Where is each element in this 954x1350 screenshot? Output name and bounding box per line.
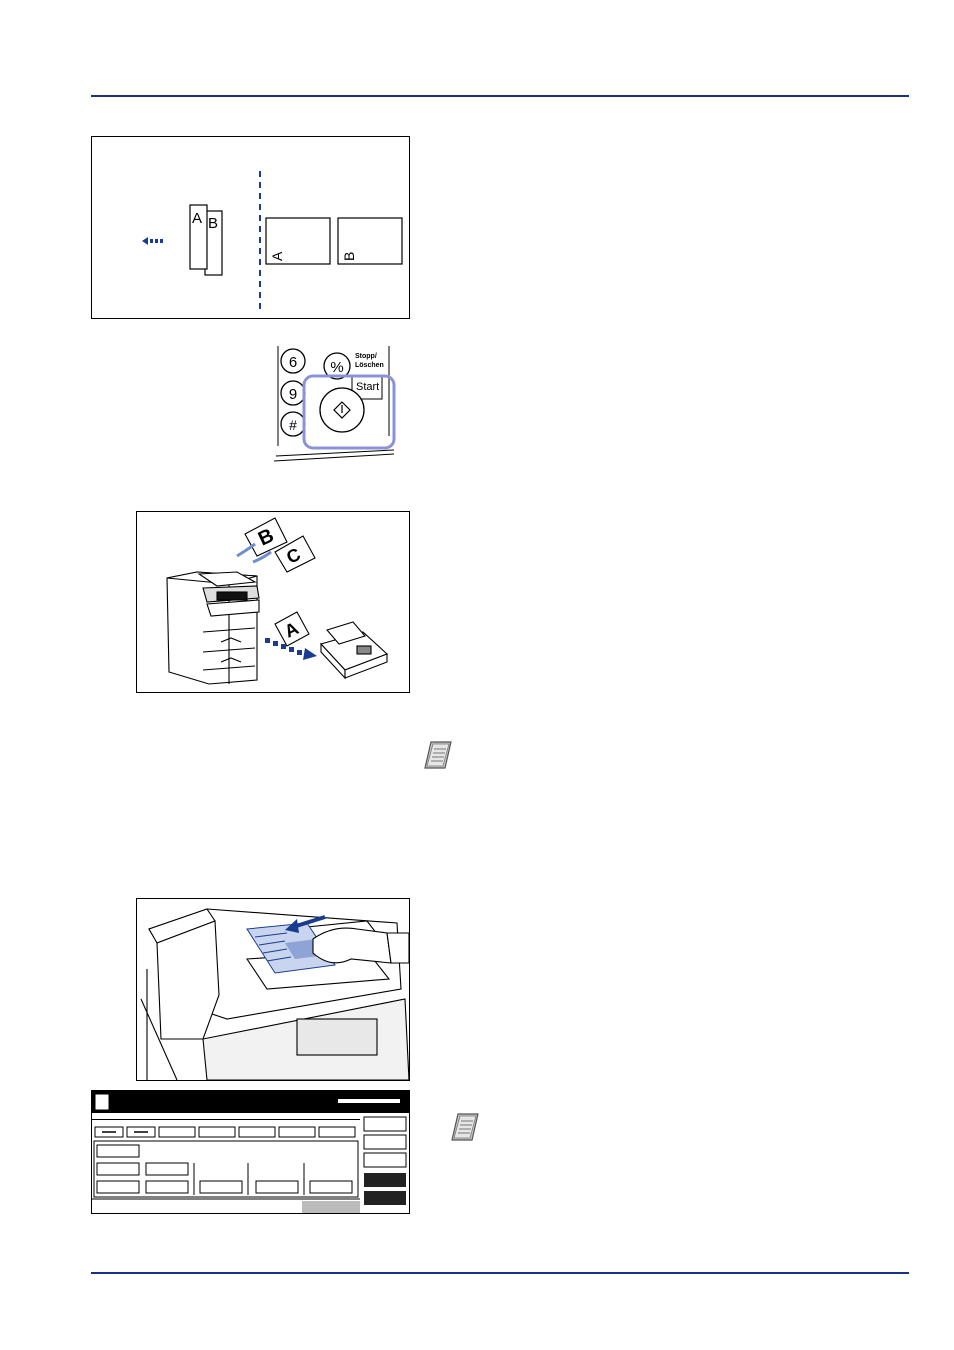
key-9-label: 9 — [289, 386, 297, 403]
reset-key-label: % — [330, 359, 343, 376]
insert-arrow-icon — [285, 915, 326, 933]
feed-arrow-icon — [236, 542, 256, 558]
footer-rule — [91, 1272, 909, 1274]
page-b-letter: B — [341, 252, 357, 261]
document-a: A — [274, 611, 310, 647]
hand-icon — [312, 927, 409, 964]
panel-tab-button[interactable] — [198, 1126, 236, 1138]
touch-panel-figure — [91, 1090, 410, 1214]
book-original-figure: A B A B — [91, 136, 410, 319]
panel-option-button[interactable] — [96, 1144, 140, 1158]
book-icon: A B — [189, 204, 223, 276]
transmission-arrow-icon — [265, 638, 317, 660]
stop-label-line2: Löschen — [355, 362, 384, 369]
fax-mode-icon — [94, 1093, 110, 1111]
key-6-label: 6 — [289, 354, 297, 371]
panel-option-button[interactable] — [255, 1180, 299, 1194]
panel-option-button[interactable] — [145, 1180, 189, 1194]
panel-tab-button[interactable] — [238, 1126, 276, 1138]
panel-option-button[interactable] — [96, 1162, 140, 1176]
panel-tab-button[interactable] — [278, 1126, 316, 1138]
start-key[interactable] — [319, 387, 365, 433]
document-b: B — [244, 517, 288, 557]
panel-titlebar — [92, 1091, 409, 1113]
mfp-icon — [166, 571, 260, 685]
note-icon — [448, 1110, 482, 1144]
header-rule — [91, 95, 909, 97]
page-a-letter: A — [269, 251, 285, 261]
panel-side-button[interactable] — [363, 1152, 407, 1168]
panel-option-button[interactable] — [96, 1180, 140, 1194]
start-key-figure: 6 9 # % Stopp/ Löschen Start — [270, 346, 410, 468]
key-hash-label: # — [289, 417, 297, 433]
reset-key[interactable]: % — [323, 352, 351, 380]
panel-hatched-strip — [302, 1201, 360, 1213]
panel-side-button-active[interactable] — [364, 1173, 406, 1187]
start-label: Start — [356, 381, 379, 393]
scanned-page-a: A — [265, 217, 331, 265]
key-hash[interactable]: # — [280, 411, 306, 437]
dotted-arrow-icon — [142, 237, 163, 245]
panel-side-button[interactable] — [363, 1116, 407, 1132]
start-highlight — [302, 374, 396, 450]
note-icon — [421, 738, 455, 772]
panel-tab-button[interactable] — [318, 1126, 356, 1138]
feed-arrow-icon — [252, 550, 272, 564]
panel-side-button[interactable] — [363, 1134, 407, 1150]
document-processor-figure — [136, 898, 410, 1081]
panel-status-bar — [338, 1099, 400, 1103]
key-9[interactable]: 9 — [280, 380, 306, 406]
panel-tab-button[interactable] — [158, 1126, 196, 1138]
panel-option-button[interactable] — [309, 1180, 353, 1194]
key-6[interactable]: 6 — [280, 348, 306, 374]
panel-option-button[interactable] — [145, 1162, 189, 1176]
fax-send-figure: B C A — [136, 511, 410, 693]
book-right-letter: B — [208, 215, 218, 232]
document-c: C — [274, 535, 316, 573]
panel-option-button[interactable] — [199, 1180, 243, 1194]
panel-side-button-active[interactable] — [364, 1191, 406, 1205]
book-left-letter: A — [192, 210, 202, 227]
fax-machine-icon — [319, 621, 389, 680]
scanned-page-b: B — [337, 217, 403, 265]
stop-label-line1: Stopp/ — [355, 353, 377, 360]
